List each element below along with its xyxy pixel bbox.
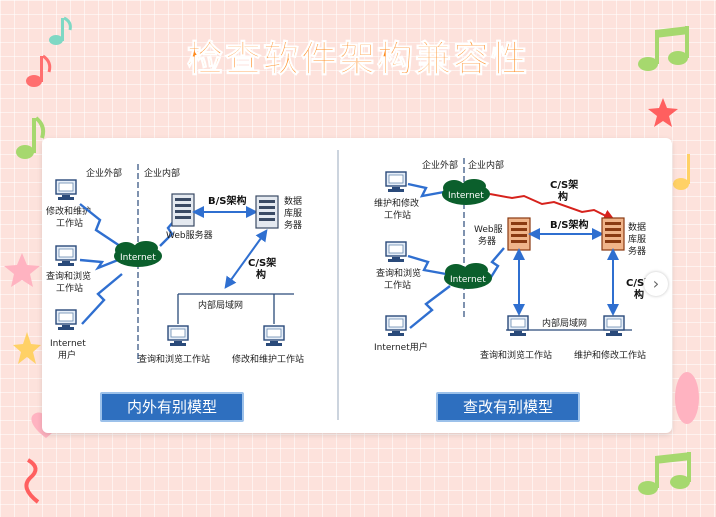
server-icon — [255, 195, 279, 229]
right-zone-external: 企业外部 — [422, 159, 458, 171]
left-client-internet-line2: 用户 — [58, 349, 76, 361]
left-lan-label: 内部局域网 — [198, 299, 243, 311]
right-ws-maintain: 维护和修改工作站 — [574, 349, 646, 361]
right-model: 企业外部 企业内部 维护和修改 工作站 查询和浏览 工作站 Internet用户… — [374, 158, 654, 361]
chevron-right-icon[interactable]: › — [644, 272, 668, 296]
left-cs-line2: 构 — [256, 268, 266, 281]
right-cloud-mid-label: Internet — [450, 275, 486, 285]
right-web-line1: Web服 — [474, 224, 503, 235]
computer-icon — [55, 245, 77, 267]
computer-icon — [167, 325, 189, 347]
right-zone-internal: 企业内部 — [468, 159, 504, 171]
computer-icon — [385, 241, 407, 263]
server-icon — [507, 217, 531, 251]
left-zone-external: 企业外部 — [86, 167, 122, 179]
right-client-query-line2: 工作站 — [384, 279, 411, 291]
right-cs-top-line1: C/S架 — [550, 178, 578, 191]
computer-icon — [507, 315, 529, 337]
left-zone-internal: 企业内部 — [144, 167, 180, 179]
left-client-query-line2: 工作站 — [56, 282, 83, 294]
right-cs-top-line2: 构 — [558, 190, 568, 203]
left-cs-line1: C/S架 — [248, 256, 276, 269]
left-cloud-label: Internet — [120, 253, 156, 263]
left-ws-query: 查询和浏览工作站 — [138, 353, 210, 365]
server-icon — [171, 193, 195, 227]
architecture-diagram-card: 企业外部 企业内部 修改和维护 工作站 查询和浏览 工作站 Internet 用… — [42, 138, 672, 433]
computer-icon — [55, 309, 77, 331]
star-icon — [648, 98, 678, 127]
left-web-server-label: Web服务器 — [166, 229, 213, 241]
page-title: 检查软件架构兼容性 — [186, 39, 529, 81]
computer-icon — [263, 325, 285, 347]
right-cloud-top-label: Internet — [448, 191, 484, 201]
right-db-line3: 务器 — [628, 245, 646, 257]
server-icon — [601, 217, 625, 251]
architecture-diagram: 企业外部 企业内部 修改和维护 工作站 查询和浏览 工作站 Internet 用… — [46, 150, 654, 420]
inside-outside-model-label: 内外有别模型 — [100, 392, 244, 422]
music-note-icon — [26, 54, 52, 87]
computer-icon — [385, 171, 407, 193]
computer-icon — [603, 315, 625, 337]
left-client-internet-line1: Internet — [50, 339, 86, 349]
left-db-line1: 数据 — [284, 195, 302, 207]
star-icon — [4, 253, 40, 287]
right-client-internet: Internet用户 — [374, 341, 428, 353]
right-cs-side-line2: 构 — [634, 288, 644, 301]
left-client-modify-line1: 修改和维护 — [46, 205, 91, 217]
left-db-line3: 务器 — [284, 219, 302, 231]
star-icon — [13, 332, 41, 364]
right-client-query-line1: 查询和浏览 — [376, 267, 421, 279]
right-db-line1: 数据 — [628, 221, 646, 233]
music-note-icon — [673, 154, 690, 190]
right-db-line2: 库服 — [628, 233, 646, 245]
left-ws-modify: 修改和维护工作站 — [232, 353, 304, 365]
right-ws-query: 查询和浏览工作站 — [480, 349, 552, 361]
right-client-maintain-line1: 维护和修改 — [374, 197, 419, 209]
right-bs-label: B/S架构 — [550, 218, 588, 231]
music-note-icon — [16, 116, 46, 159]
music-note-icon — [638, 26, 689, 71]
music-note-icon — [49, 16, 72, 45]
computer-icon — [385, 315, 407, 337]
query-modify-model-label: 查改有别模型 — [436, 392, 580, 422]
music-note-icon — [24, 458, 40, 504]
left-client-query-line1: 查询和浏览 — [46, 270, 91, 282]
music-note-icon — [638, 452, 691, 495]
left-client-modify-line2: 工作站 — [56, 217, 83, 229]
computer-icon — [55, 179, 77, 201]
left-bs-label: B/S架构 — [208, 194, 246, 207]
heart-icon — [675, 372, 699, 424]
right-lan-label: 内部局域网 — [542, 317, 587, 329]
right-web-line2: 务器 — [478, 235, 496, 247]
left-db-line2: 库服 — [284, 207, 302, 219]
left-model: 企业外部 企业内部 修改和维护 工作站 查询和浏览 工作站 Internet 用… — [46, 164, 304, 365]
right-client-maintain-line2: 工作站 — [384, 209, 411, 221]
